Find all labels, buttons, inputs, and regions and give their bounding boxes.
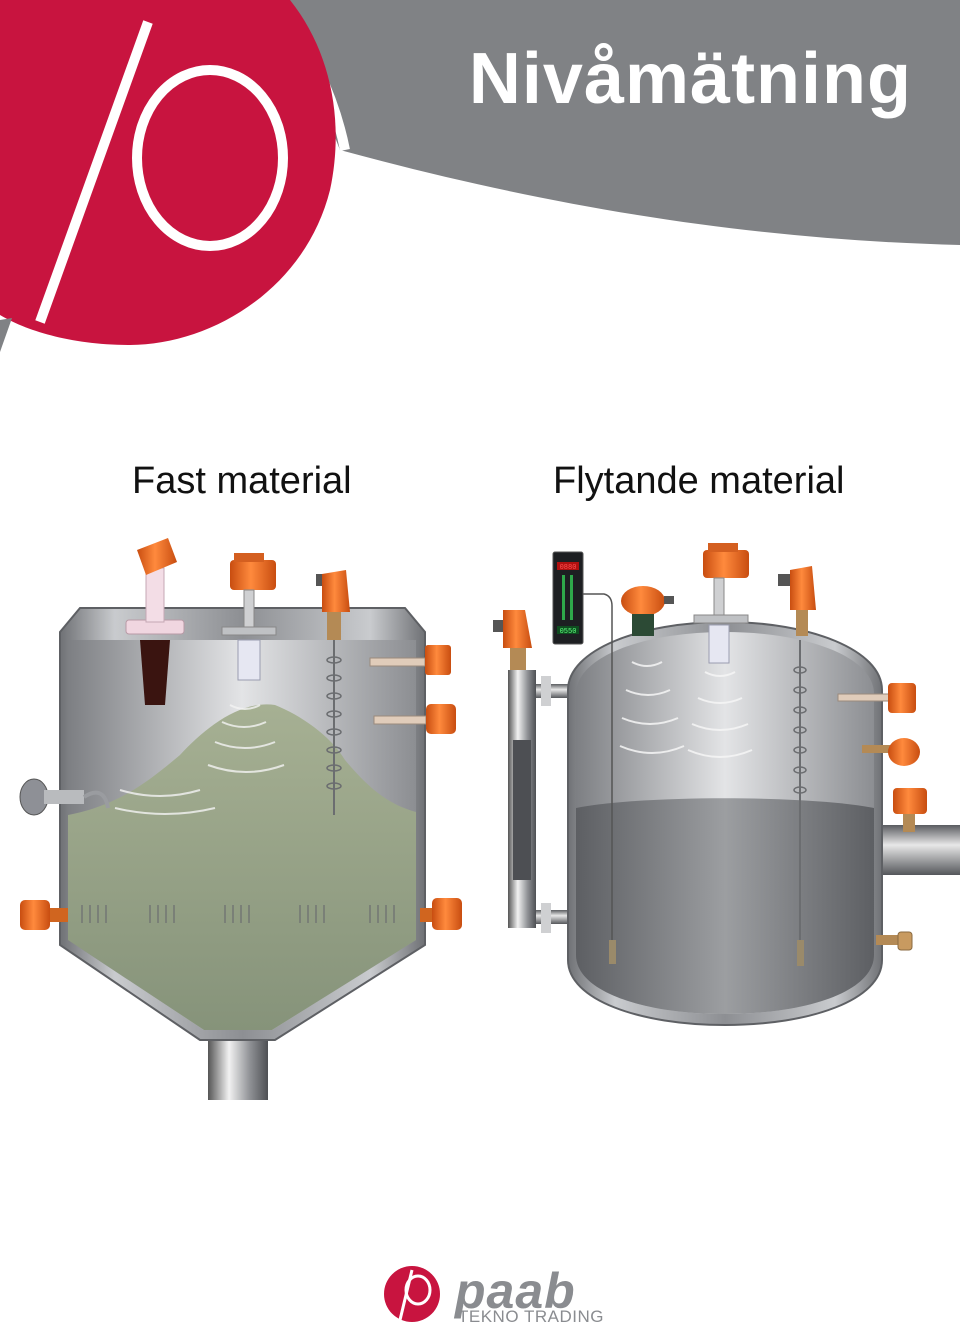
footer-tagline: TEKNO TRADING	[458, 1307, 604, 1326]
microwave-barrier-waves	[81, 905, 395, 923]
bypass-level-indicator	[513, 740, 531, 880]
rotating-paddle-switch	[316, 570, 350, 640]
header-graphic	[0, 0, 960, 352]
solid-material-tank	[19, 538, 462, 1100]
liquid-top-switch	[778, 566, 816, 636]
barrier-emitter-left	[20, 900, 68, 930]
bargraph-display	[552, 551, 584, 645]
logo-p-mark-large	[35, 20, 288, 324]
liquid-tank: 0880 0550	[493, 543, 960, 1027]
liquid-fill	[576, 798, 874, 1014]
side-sensor-upper	[369, 645, 451, 675]
bypass-top-sensor	[493, 610, 532, 670]
liquid-side-sensor-1	[837, 683, 916, 713]
footer-logo-mark	[384, 1266, 440, 1322]
barrier-receiver-right	[420, 898, 462, 930]
cable-probe-rings	[326, 656, 342, 790]
side-outlet-pipe	[872, 825, 960, 875]
solid-material-pile	[68, 704, 416, 1030]
liquid-cable-probe-rings	[793, 666, 807, 794]
liquid-side-sensor-2	[862, 738, 920, 766]
liquid-side-sensor-3	[893, 788, 927, 832]
guided-wave-sensor	[221, 553, 277, 681]
ultrasonic-waves	[619, 661, 753, 758]
page-title: Nivåmätning	[468, 39, 912, 119]
display-readout-bottom: 0550	[560, 628, 577, 636]
section-heading-liquid: Flytande material	[553, 460, 845, 502]
display-readout-top: 0880	[560, 564, 577, 572]
side-sensor-middle	[373, 704, 456, 734]
liquid-guided-wave-sensor	[693, 543, 749, 664]
ultrasonic-sensor	[621, 586, 674, 636]
side-sensor-tilt	[19, 778, 110, 816]
radar-horn-sensor	[125, 538, 185, 705]
pressure-transmitter-cable	[582, 593, 613, 940]
section-heading-solid: Fast material	[132, 460, 352, 502]
radar-signal-waves	[114, 704, 285, 815]
header-gray-band	[270, 0, 960, 245]
header: Nivåmätning	[0, 0, 960, 130]
footer-brand-name: paab	[455, 1263, 576, 1319]
liquid-side-sensor-bottom	[876, 931, 913, 951]
logo-gray-sliver	[0, 318, 12, 352]
